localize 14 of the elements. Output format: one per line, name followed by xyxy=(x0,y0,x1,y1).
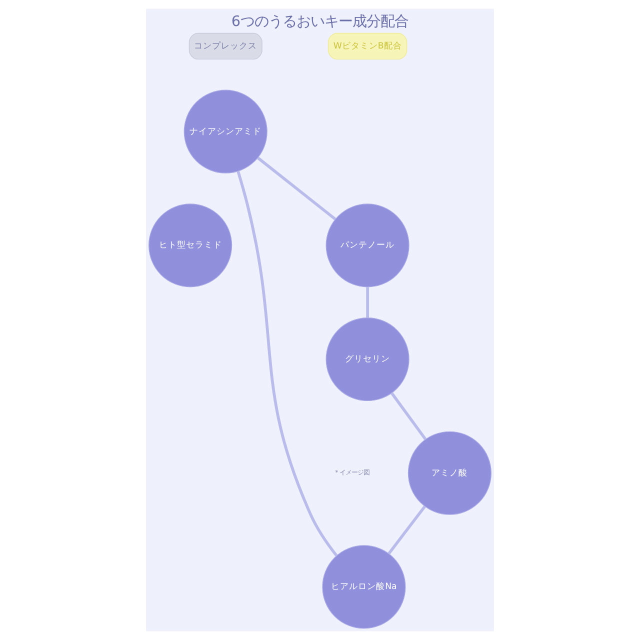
connector xyxy=(256,156,336,220)
node-circle: パンテノール xyxy=(326,204,410,288)
node-circle: アミノ酸 xyxy=(408,431,492,515)
diagram-title: 6つのうるおいキー成分配合 xyxy=(231,14,409,30)
connector xyxy=(236,170,338,557)
node-box: WビタミンB配合 xyxy=(328,32,408,60)
node-circle: ナイアシンアミド xyxy=(184,90,268,174)
connector xyxy=(366,287,369,318)
connector xyxy=(390,392,427,440)
node-box: コンプレックス xyxy=(188,32,262,60)
connector xyxy=(388,505,426,554)
node-circle: ヒト型セラミド xyxy=(148,204,232,288)
node-circle: グリセリン xyxy=(326,317,410,402)
node-circle: ヒアルロン酸Na xyxy=(322,545,406,629)
